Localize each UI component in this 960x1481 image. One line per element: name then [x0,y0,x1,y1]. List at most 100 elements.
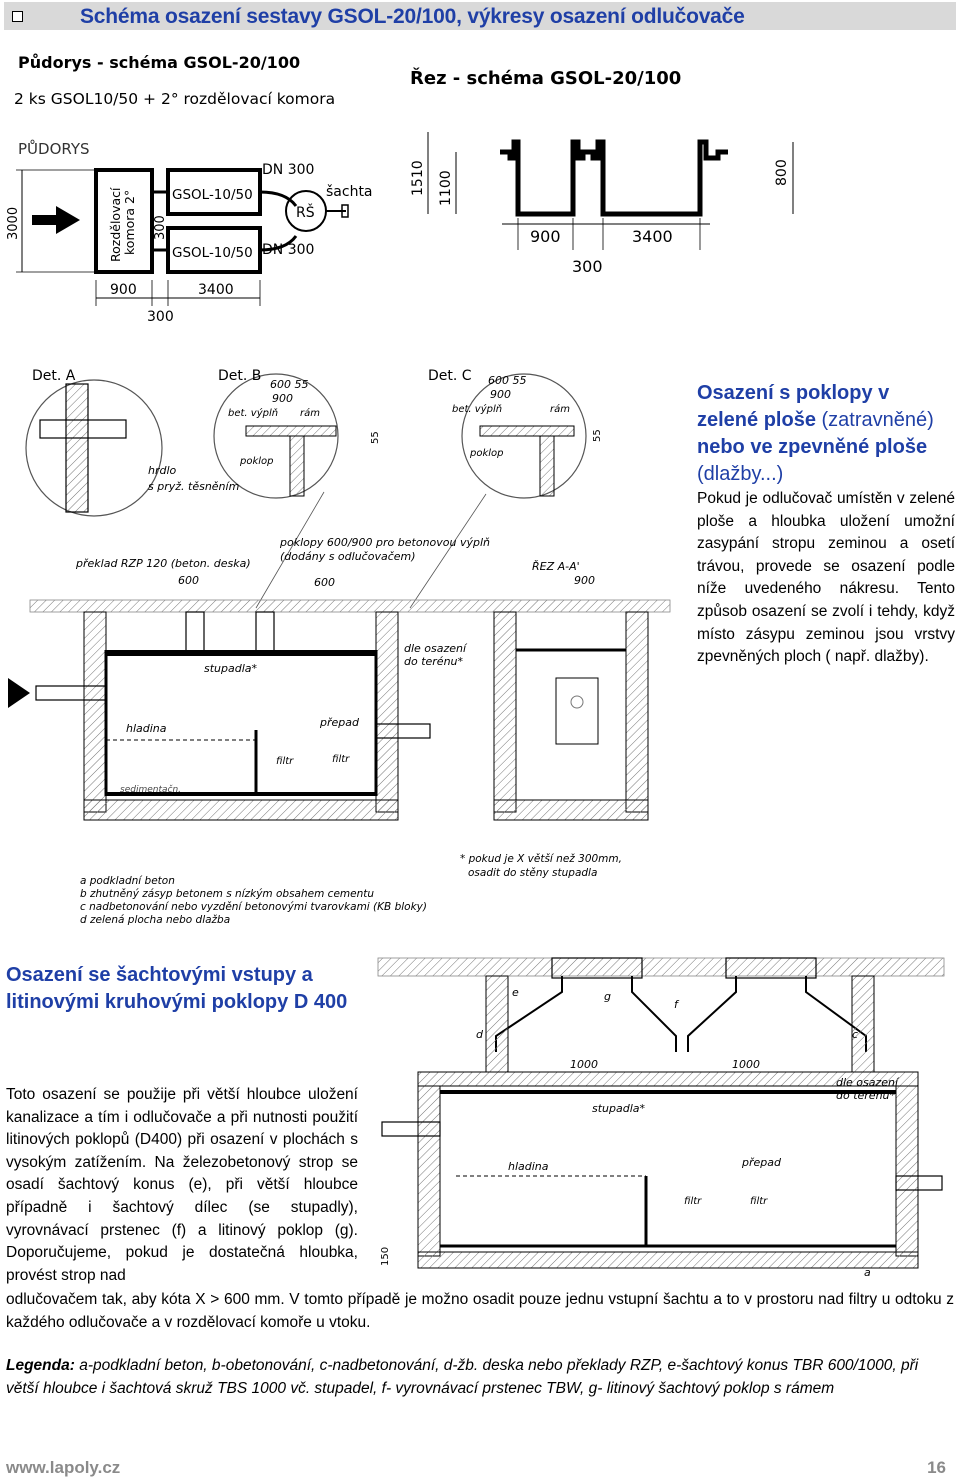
shaft-lbl-c: c [852,1028,858,1041]
plan-view-label: PŮDORYS [18,139,90,158]
section-schema-svg: Řez - schéma GSOL-20/100 1510 1100 800 9… [410,67,794,276]
shaft-do-terenu: do terénu* [836,1089,896,1102]
section-dim-900: 900 [530,227,561,246]
shaft-lbl-150: 150 [380,1247,391,1266]
preklad-label: překlad RZP 120 (beton. deska) [75,557,251,570]
plan-dim-3400: 3400 [198,282,234,298]
plan-title-1: Půdorys - schéma GSOL-20/100 [18,53,300,72]
section-dim-1510: 1510 [410,160,426,196]
checkbox-bullet-icon [12,11,23,22]
legend-label: Legenda: [6,1357,75,1374]
det-c-600-55: 600 55 [488,374,527,387]
det-b-label: Det. B [218,368,261,384]
section-dim-300: 300 [572,257,603,276]
plan-dim-300-side: 300 [153,215,168,240]
det-a-tesneni: s pryž. těsněním [148,480,239,493]
shaft-stupadla: stupadla* [592,1102,646,1115]
green-area-title: Osazení s poklopy v zelené ploše (zatrav… [697,380,955,488]
poklopy-note-1: poklopy 600/900 pro betonovou výplň [279,536,490,549]
legend: Legenda: a-podkladní beton, b-obetonován… [6,1355,954,1400]
detail-legend-b: b zhutněný zásyp betonem s nízkým obsahe… [80,888,374,900]
plan-dim-300: 300 [147,309,174,325]
pipe-top-label: DN 300 [262,162,314,178]
green-area-title-part-3: nebo ve zpevněné ploše [697,436,928,458]
pipe-bottom-label: DN 300 [262,242,314,258]
det-b-poklop: poklop [239,456,274,467]
detail-legend-c: c nadbetonování nebo vyzdění betonovými … [80,901,427,913]
detail-prepad: přepad [319,716,360,729]
shaft-lbl-a: a [864,1266,871,1279]
shaft-hladina: hladina [508,1160,549,1173]
section-dim-1100: 1100 [438,170,454,206]
shaft-lbl-f: f [674,998,680,1011]
note-x-2: osadit do stěny stupadla [468,867,597,879]
section-title: Řez - schéma GSOL-20/100 [410,67,681,89]
section-dim-800: 800 [774,159,790,186]
rez-label: ŘEZ A-A' [532,560,580,573]
det-c-55: 55 [592,429,603,442]
note-x-1: * pokud je X větší než 300mm, [460,853,622,865]
green-area-text: Pokud je odlučovač umístěn v zelené ploš… [697,490,955,666]
detail-hladina: hladina [126,722,167,735]
detail-filtr-2: filtr [332,754,350,765]
shaft-lbl-d: d [476,1028,484,1041]
shaft-filtr-1: filtr [684,1196,702,1207]
detail-do-terenu: do terénu* [404,655,464,668]
shaft-filtr-2: filtr [750,1196,768,1207]
detail-dle: dle osazení [404,642,468,655]
detail-legend-d: d zelená plocha nebo dlažba [80,914,230,926]
shaft-label: šachta [326,184,373,200]
section-dim-3400: 3400 [632,227,673,246]
plan-schema-svg: Půdorys - schéma GSOL-20/100 2 ks GSOL10… [6,53,373,325]
header-bar: Schéma osazení sestavy GSOL-20/100, výkr… [4,2,956,30]
detail-filtr-1: filtr [276,756,294,767]
page-number: 16 [927,1458,946,1477]
unit-bottom-label: GSOL-10/50 [172,245,253,261]
det-b-ram: rám [300,407,320,419]
plan-dim-3000: 3000 [6,207,21,240]
shaft-dle: dle osazení [836,1076,900,1089]
green-area-section: Osazení s poklopy v zelené ploše (zatrav… [697,380,955,669]
shaft-section-text-1: Toto osazení se použije při větší hloubc… [6,1086,358,1284]
unit-top-label: GSOL-10/50 [172,187,253,203]
chamber-label-b: komora 2° [122,190,137,255]
detail-legend-a: a podkladní beton [80,875,175,887]
plan-title-2: 2 ks GSOL10/50 + 2° rozdělovací komora [14,90,335,108]
shaft-lbl-e: e [512,986,519,999]
chamber-label-a: Rozdělovací [108,187,123,262]
det-c-label: Det. C [428,368,472,384]
footer-url-link[interactable]: www.lapoly.cz [6,1458,121,1477]
green-area-title-part-2: (zatravněné) [815,409,934,431]
poklopy-note-2: (dodány s odlučovačem) [280,550,416,563]
det-c-ram: rám [550,403,570,415]
shaft-svg: e g f d c 1000 1000 stupadla* dle osazen… [377,957,945,1279]
det-b-55: 55 [370,431,381,444]
det-a-hrdlo: hrdlo [148,464,177,477]
page-title: Schéma osazení sestavy GSOL-20/100, výkr… [80,5,745,28]
shaft-section-title: Osazení se šachtovými vstupy a litinovým… [6,964,348,1013]
detail-stupadla: stupadla* [204,662,258,675]
section-outline [500,139,728,217]
section-drawing: Řez - schéma GSOL-20/100 1510 1100 800 9… [398,56,838,278]
shaft-prepad: přepad [741,1156,782,1169]
plan-drawing: Půdorys - schéma GSOL-20/100 2 ks GSOL10… [6,50,380,325]
det-b-vyplne: bet. výplň [228,407,278,419]
green-area-title-part-1: Osazení s poklopy v zelené ploše [697,382,890,431]
inflow-arrow-icon [56,206,80,234]
plan-dim-900: 900 [110,282,137,298]
shaft-lbl-1000-a: 1000 [570,1058,598,1071]
shaft-lbl-g: g [604,990,611,1003]
det-a-label: Det. A [32,368,76,384]
lbl-900-rez: 900 [574,574,595,587]
det-b-900: 900 [272,392,293,405]
lbl-600-left: 600 [178,574,199,587]
manhole-label: RŠ [296,203,315,221]
green-area-title-part-4: (dlažby...) [697,463,784,485]
detail-inflow-arrow-icon [8,678,30,708]
detail-kal: sedimentačn. [120,784,181,795]
shaft-drawing: e g f d c 1000 1000 stupadla* dle osazen… [376,956,948,1282]
legend-text: a-podkladní beton, b-obetonování, c-nadb… [6,1357,919,1397]
det-c-900: 900 [490,388,511,401]
det-c-vyplne: bet. výplň [452,403,502,415]
detail-drawing: Det. A Det. B Det. C hrdlo s pryž. těsně… [6,360,682,930]
